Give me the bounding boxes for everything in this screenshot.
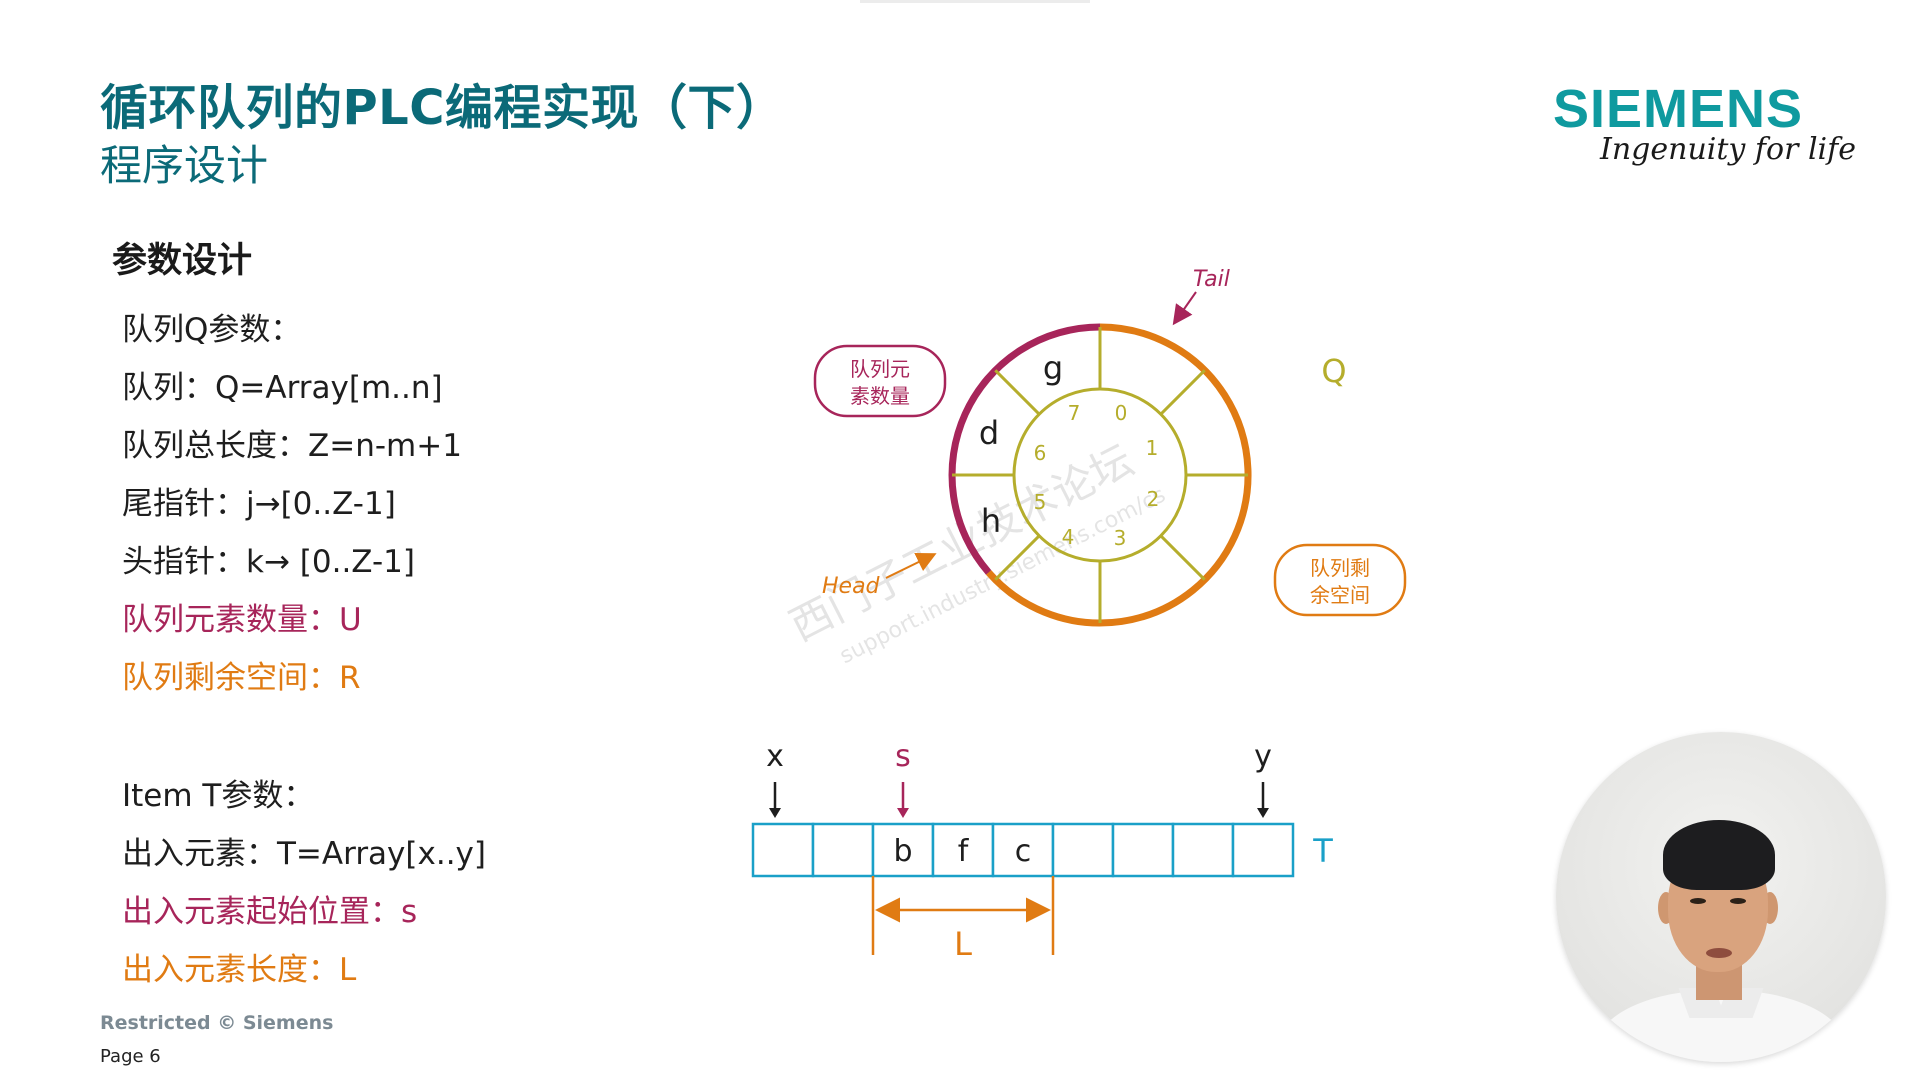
presenter-eye [1690, 898, 1706, 904]
slot-number: 0 [1115, 401, 1128, 425]
array-cell-value: f [958, 834, 970, 869]
array-cell [1233, 824, 1293, 876]
ring-divider [1161, 370, 1205, 414]
presenter-eye [1730, 898, 1746, 904]
marker-x-arrowhead [769, 808, 781, 818]
presenter-mouth [1706, 948, 1732, 958]
marker-s: s [895, 739, 911, 774]
element-count-text: 队列元 [850, 357, 910, 381]
presenter-hair [1663, 820, 1775, 890]
presenter-shirt [1596, 990, 1846, 1062]
remaining-space-text: 队列剩 [1310, 556, 1370, 580]
array-cell [1113, 824, 1173, 876]
array-cell-value: c [1015, 834, 1032, 869]
slot-number: 1 [1146, 436, 1159, 460]
queue-element: g [1043, 349, 1063, 387]
queue-element: h [981, 502, 1001, 540]
remaining-space-text: 余空间 [1310, 583, 1370, 607]
marker-x: x [766, 739, 784, 774]
queue-element: d [979, 414, 999, 452]
element-count-text: 素数量 [850, 384, 910, 408]
array-cell [813, 824, 873, 876]
slot-number: 2 [1147, 487, 1160, 511]
array-cell [753, 824, 813, 876]
array-name: T [1312, 832, 1333, 870]
tail-arrow [1175, 292, 1196, 322]
head-label: Head [822, 574, 881, 599]
slot-number: 4 [1062, 525, 1075, 549]
marker-y-arrowhead [1257, 808, 1269, 818]
slot-number: 7 [1068, 401, 1081, 425]
ring-divider [995, 370, 1039, 414]
length-label: L [954, 925, 972, 963]
array-cell [1173, 824, 1233, 876]
marker-y: y [1254, 739, 1272, 774]
slot-number: 6 [1034, 441, 1047, 465]
presenter-video [1556, 732, 1886, 1062]
array-cell-value: b [893, 834, 912, 869]
tail-label: Tail [1193, 267, 1230, 292]
ring-divider [1161, 536, 1205, 580]
queue-name: Q [1321, 352, 1346, 390]
array-diagram: x s y b f c T L [753, 739, 1333, 963]
marker-s-arrowhead [897, 808, 909, 818]
slot-number: 3 [1114, 526, 1127, 550]
footer-restricted: Restricted © Siemens [100, 1012, 333, 1034]
slot-number: 5 [1034, 490, 1047, 514]
array-cell [1053, 824, 1113, 876]
page-number: Page 6 [100, 1046, 161, 1067]
